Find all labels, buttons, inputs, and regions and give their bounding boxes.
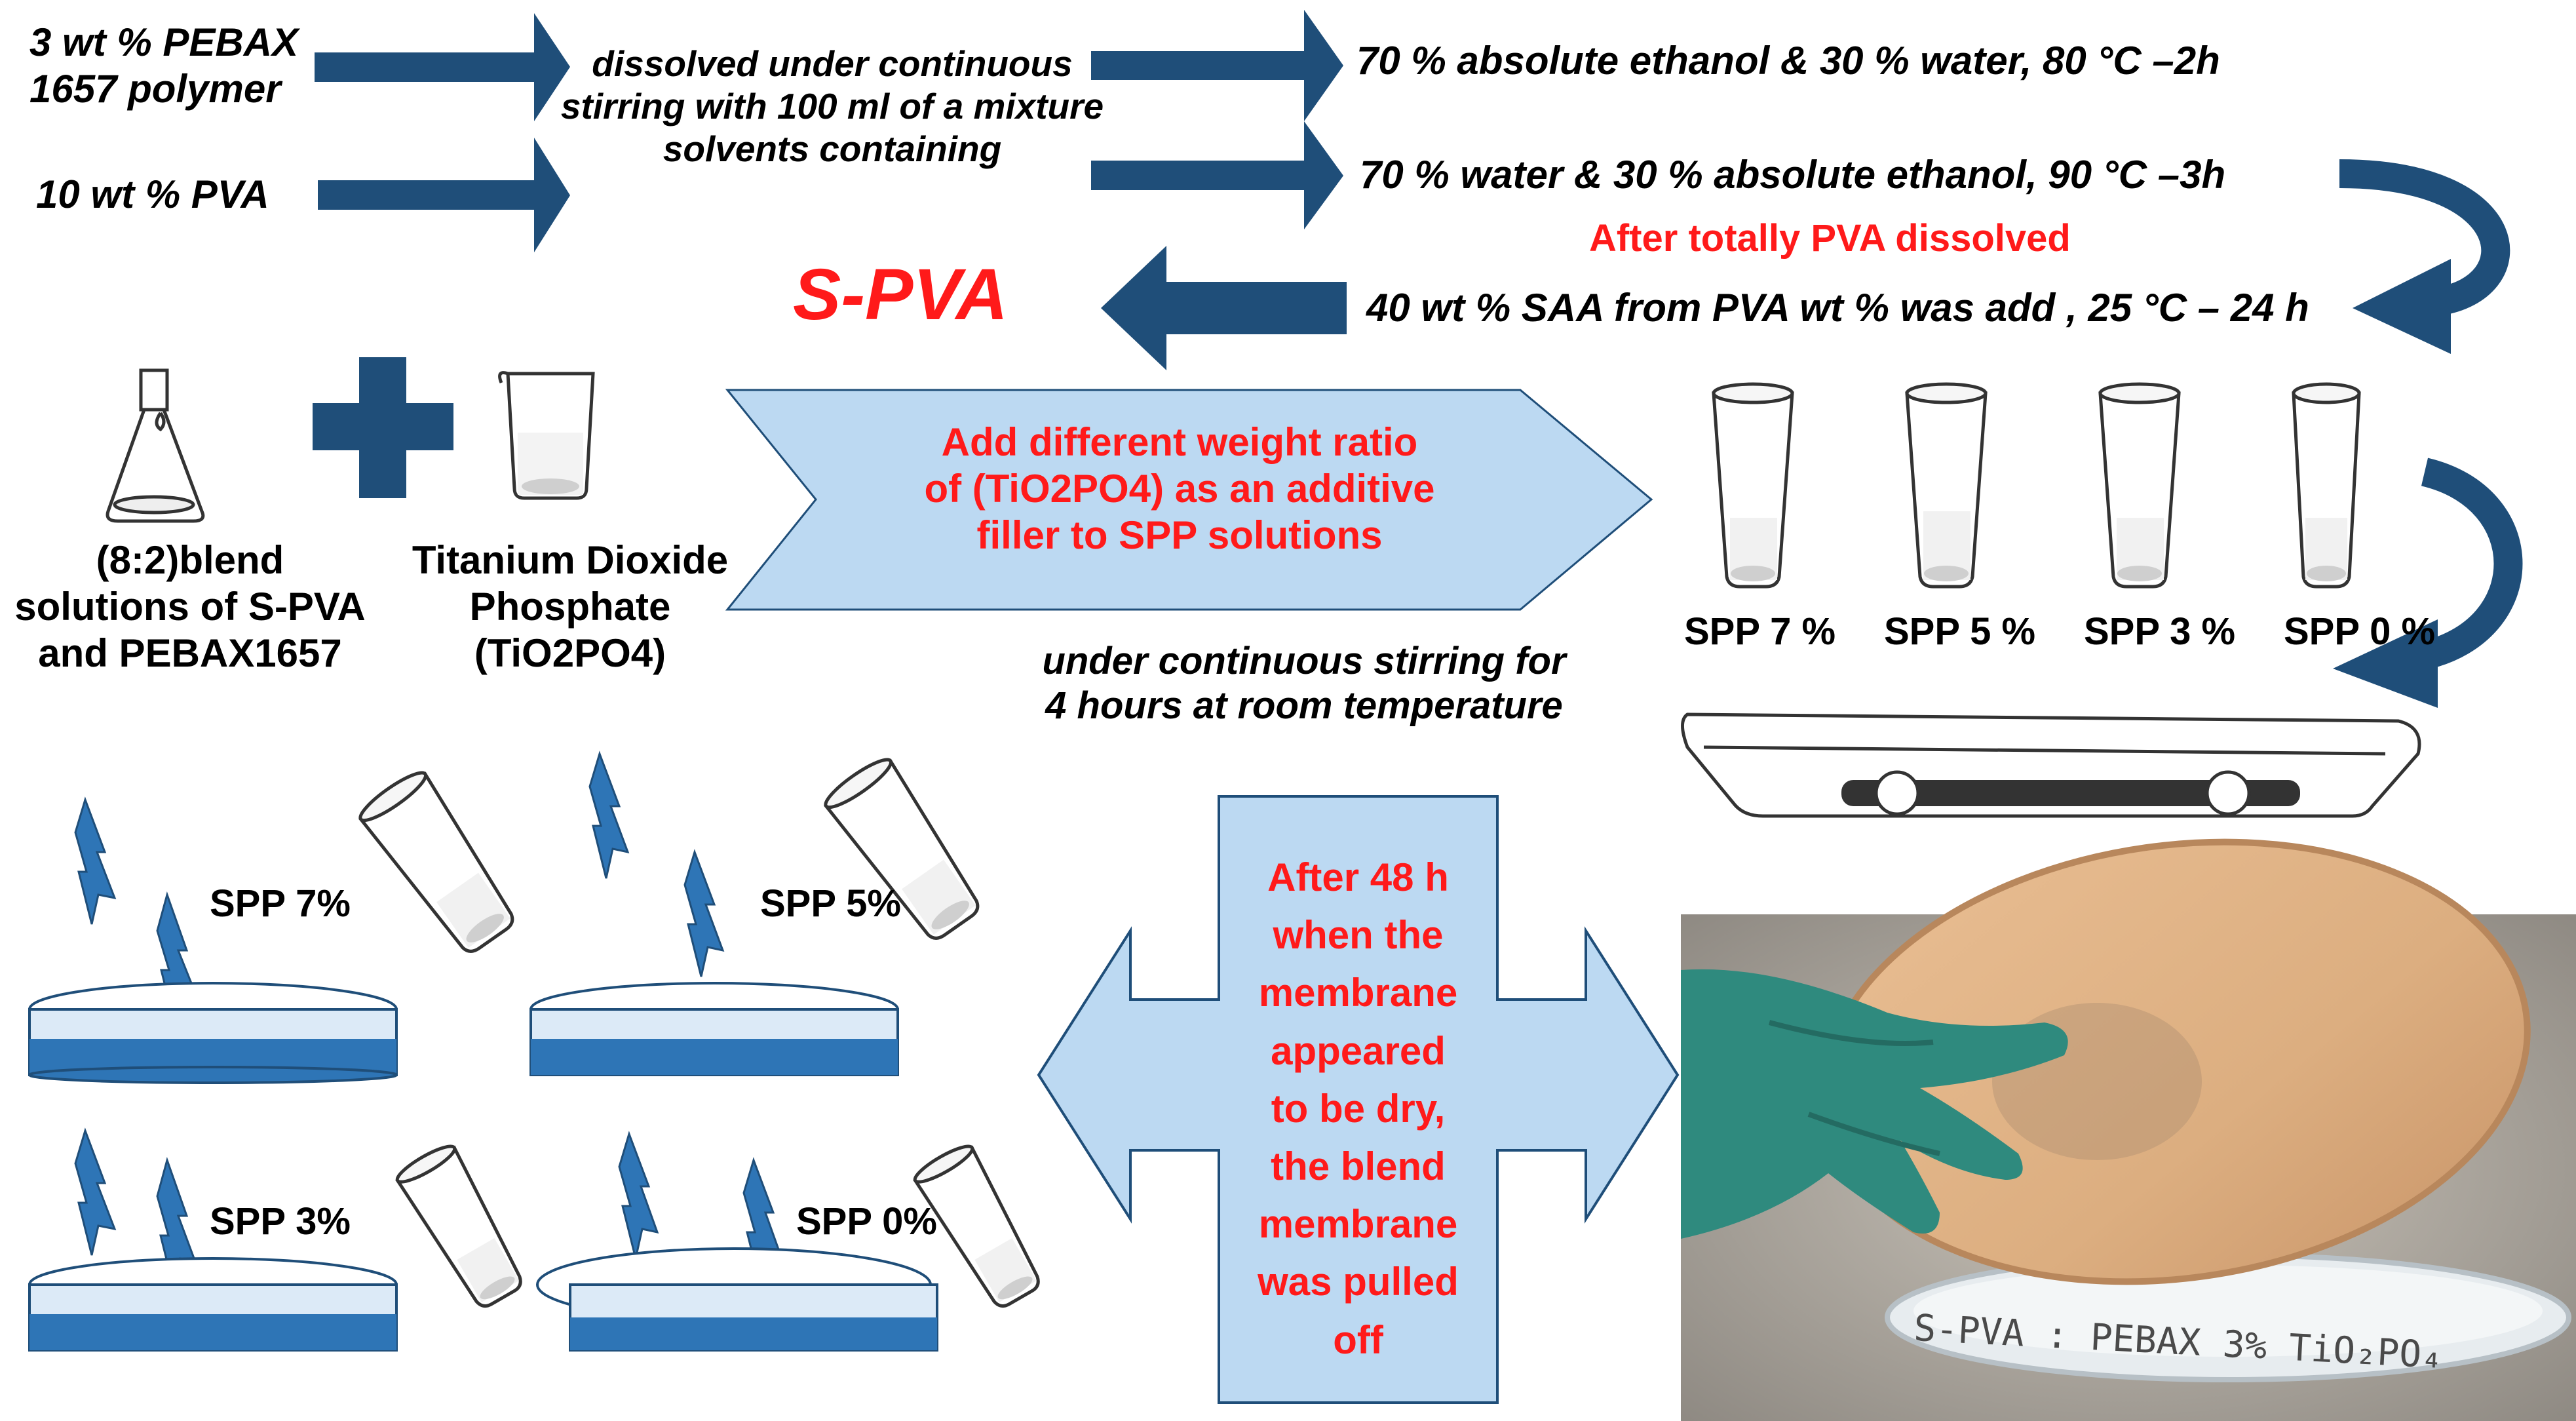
pebax-label: 3 wt % PEBAX 1657 polymer [29,20,299,111]
arrow-pebax-to-dissolve [315,13,570,121]
plus-icon [313,357,453,498]
stirring-label: under continuous stirring for 4 hours at… [1042,640,1566,728]
solvent-2-label: 70 % water & 30 % absolute ethanol, 90 °… [1360,153,2226,197]
curved-arrow-head-2 [2333,619,2438,708]
arrow-to-solvent-2 [1091,121,1343,229]
cast-label-0: SPP 0% [796,1200,937,1243]
curved-arrow-head [2353,259,2451,354]
beaker-icon [498,371,595,500]
vial-spp-3 [2098,382,2181,589]
petri-dish-5 [529,982,899,1076]
add-filler-text: Add different weight ratio of (TiO2PO4) … [924,420,1435,557]
vial-label-3: SPP 3 % [2084,610,2236,653]
stirrer-plate [1681,712,2421,818]
petri-dish-3 [28,1257,398,1352]
membrane-photo [1681,838,2576,1421]
saa-label: 40 wt % SAA from PVA wt % was add , 25 °… [1366,286,2309,330]
pour-drops [74,750,784,1289]
petri-dish-0 [536,1247,938,1352]
arrow-pva-to-dissolve [318,138,570,252]
vial-spp-0 [2292,382,2361,589]
cast-label-5: SPP 5% [760,882,901,925]
cast-label-7: SPP 7% [210,882,351,925]
spva-product: S-PVA [793,254,1009,335]
curved-arrow-down [2339,159,2510,316]
pour-vial-3 [395,1144,522,1308]
pour-vial-5 [823,758,980,940]
filler-label: Titanium Dioxide Phosphate (TiO2PO4) [412,538,729,675]
peel-off-cross-arrow [1037,795,1680,1404]
pva-dissolved-note: After totally PVA dissolved [1589,217,2071,260]
blend-label: (8:2)blend solutions of S-PVA and PEBAX1… [14,538,366,675]
curved-arrow-to-stirrer [2421,457,2523,670]
dissolve-label: dissolved under continuous stirring with… [560,43,1104,169]
pva-label: 10 wt % PVA [36,172,269,216]
add-filler-arrow [725,389,1653,611]
peel-off-text: After 48 h when the membrane appeared to… [1258,855,1459,1362]
vial-label-5: SPP 5 % [1884,610,2036,653]
arrow-to-solvent-1 [1091,10,1343,121]
vial-label-0: SPP 0 % [2284,610,2436,653]
pour-vial-7 [358,771,514,953]
vial-spp-7 [1712,382,1794,589]
cast-label-3: SPP 3% [210,1200,351,1243]
vial-spp-5 [1905,382,1988,589]
flask-icon [106,368,205,523]
pour-vial-0 [913,1144,1040,1308]
vial-label-7: SPP 7 % [1684,610,1836,653]
petri-dish-7 [28,982,398,1084]
arrow-to-spva [1101,246,1347,370]
solvent-1-label: 70 % absolute ethanol & 30 % water, 80 °… [1356,39,2220,83]
